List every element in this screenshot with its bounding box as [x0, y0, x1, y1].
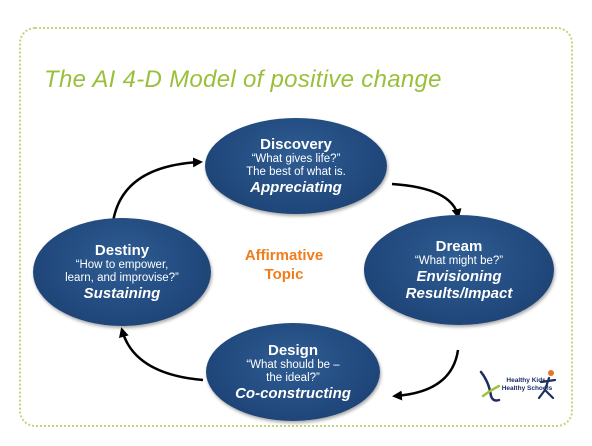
destiny-question-2: learn, and improvise?”: [65, 272, 179, 284]
slide-title: The AI 4-D Model of positive change: [44, 66, 442, 93]
dream-verb-2: Results/Impact: [405, 285, 513, 302]
dream-question: “What might be?”: [414, 255, 504, 267]
node-destiny: Destiny “How to empower, learn, and impr…: [33, 218, 211, 326]
dream-verb-1: Envisioning: [416, 268, 502, 285]
design-title: Design: [267, 342, 318, 359]
affirmative-topic-line-2: Topic: [264, 266, 304, 283]
affirmative-topic: Affirmative Topic: [229, 246, 339, 284]
arrow-discovery-to-dream: [391, 182, 462, 219]
slide-frame: [19, 27, 573, 427]
logo-text: Healthy Kids, Healthy Schools: [501, 377, 553, 393]
node-dream: Dream “What might be?” Envisioning Resul…: [364, 215, 554, 325]
node-discovery: Discovery “What gives life?” The best of…: [205, 118, 387, 214]
design-question-1: “What should be –: [246, 359, 340, 371]
destiny-verb: Sustaining: [83, 285, 161, 302]
logo-line-2: Healthy Schools: [501, 385, 553, 392]
discovery-question: “What gives life?”: [251, 153, 341, 165]
discovery-description: The best of what is.: [246, 166, 346, 178]
logo-figure-icon: [479, 370, 557, 402]
design-question-2: the ideal?”: [266, 372, 320, 384]
arrow-destiny-to-discovery: [111, 157, 203, 223]
affirmative-topic-line-1: Affirmative: [244, 247, 324, 264]
dream-title: Dream: [435, 238, 483, 255]
arrow-design-to-destiny: [119, 327, 204, 382]
node-design: Design “What should be – the ideal?” Co-…: [206, 323, 380, 421]
destiny-question-1: “How to empower,: [75, 259, 169, 271]
destiny-title: Destiny: [94, 242, 150, 259]
healthy-kids-logo: Healthy Kids, Healthy Schools: [477, 366, 561, 406]
design-verb: Co-constructing: [235, 385, 351, 402]
discovery-verb: Appreciating: [250, 179, 342, 196]
discovery-title: Discovery: [260, 136, 332, 153]
logo-line-1: Healthy Kids,: [506, 377, 548, 384]
arrow-dream-to-design: [392, 349, 460, 401]
